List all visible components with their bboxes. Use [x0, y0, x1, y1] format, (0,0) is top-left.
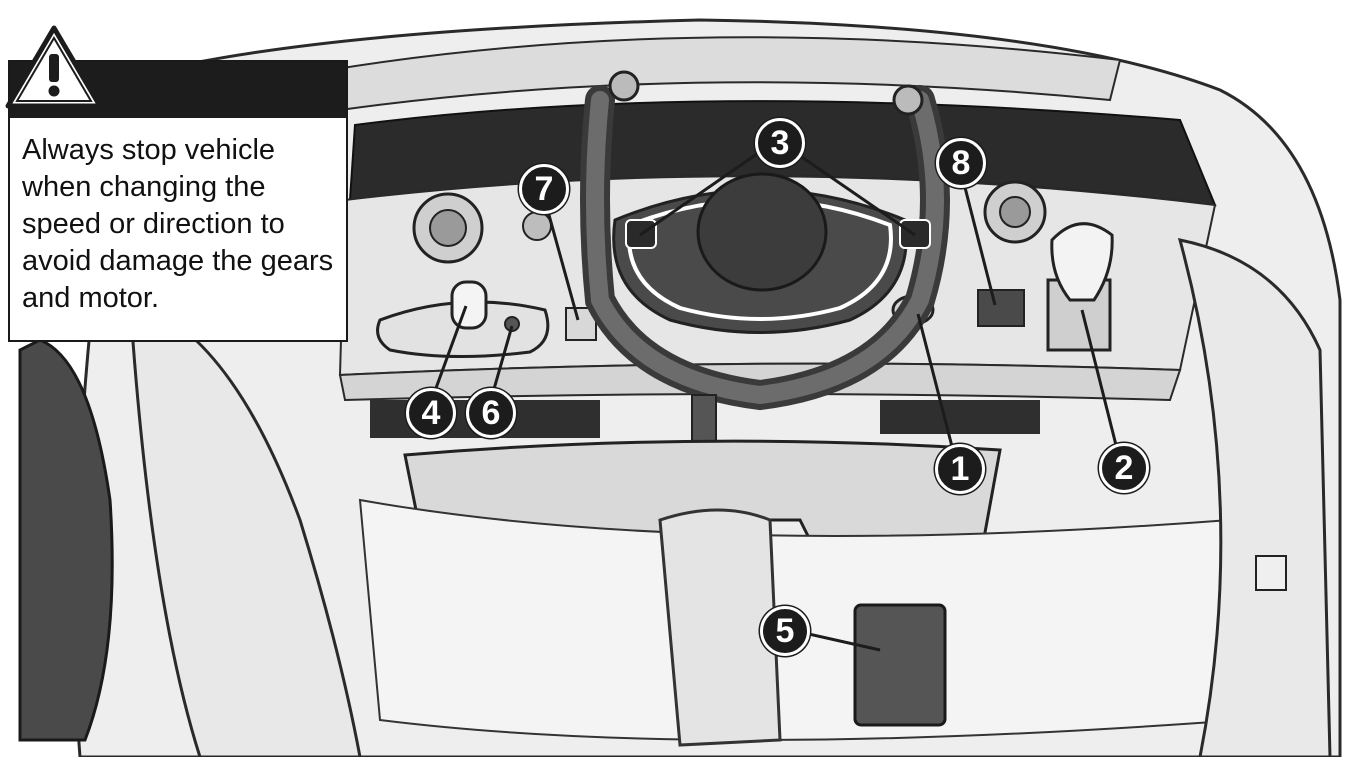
horn-pad — [696, 172, 828, 292]
gear-shifter-knob — [1050, 222, 1114, 302]
warning-triangle-icon — [5, 25, 103, 109]
display-panel — [977, 289, 1025, 327]
foot-pedal — [853, 603, 947, 727]
left-door — [128, 297, 362, 757]
callout-3: 3 — [755, 118, 805, 168]
right-side-panel — [1177, 238, 1332, 757]
callout-5: 5 — [760, 606, 810, 656]
callout-1: 1 — [935, 444, 985, 494]
windshield — [328, 36, 1122, 112]
callout-4: 4 — [406, 388, 456, 438]
dash-knob — [522, 211, 552, 241]
right-side-switch — [1255, 555, 1287, 591]
under-dash-right — [880, 400, 1040, 434]
warning-text: Always stop vehicle when changing the sp… — [22, 134, 334, 314]
callout-8: 8 — [936, 138, 986, 188]
volume-knob — [450, 280, 488, 330]
steering-column — [691, 394, 717, 444]
callout-2: 2 — [1099, 443, 1149, 493]
central-hump — [658, 508, 782, 747]
left-wheel — [18, 338, 114, 742]
callout-7: 7 — [519, 164, 569, 214]
callout-6: 6 — [466, 388, 516, 438]
